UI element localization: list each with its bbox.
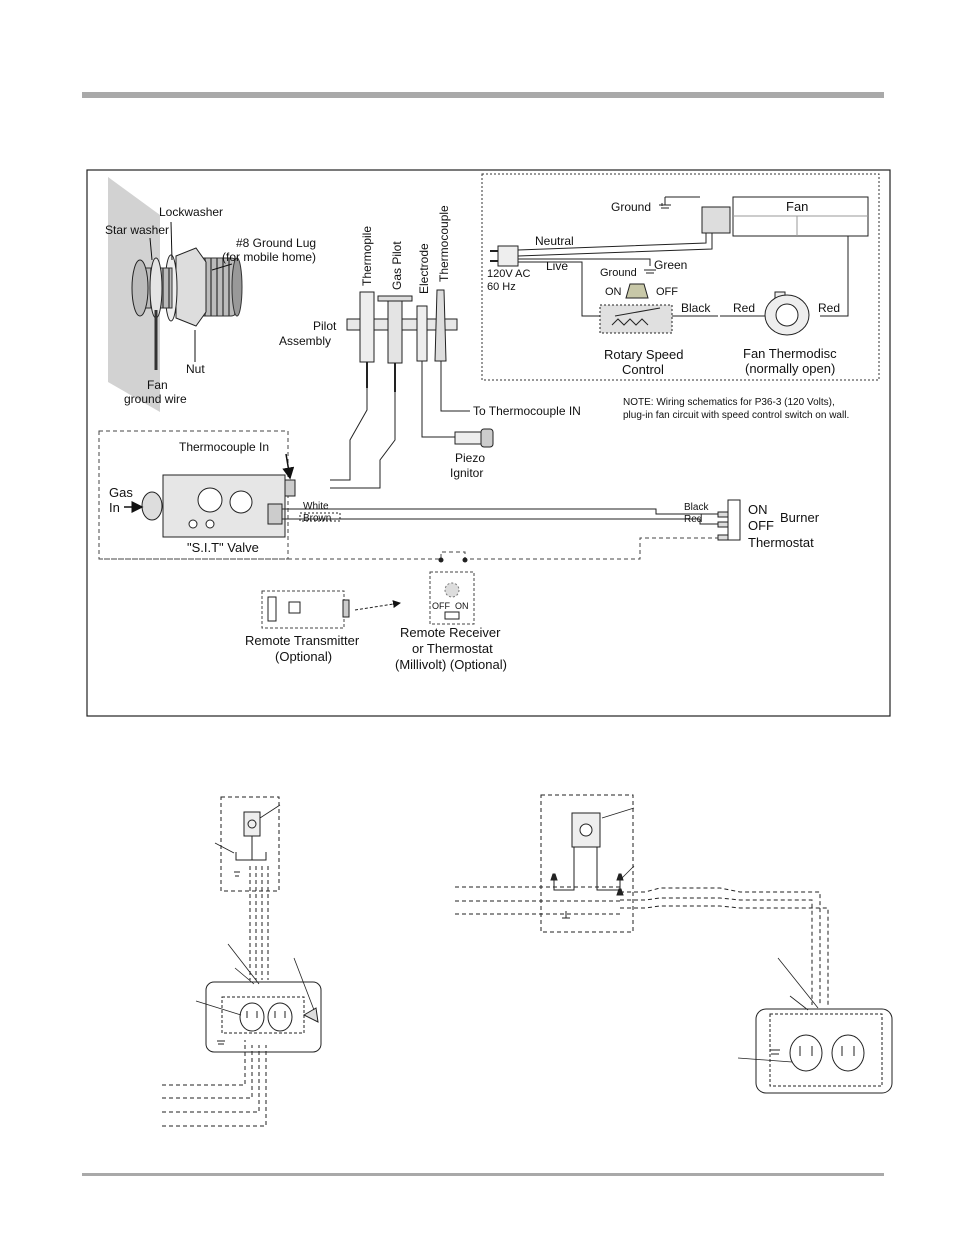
valve-name: "S.I.T" Valve — [187, 540, 259, 555]
transmitter-label: Remote Transmitter — [245, 633, 360, 648]
rotary-speed-control — [599, 283, 673, 334]
wiring-note: NOTE: Wiring schematics for P36-3 (120 V… — [623, 397, 835, 408]
switch-off-label: OFF — [748, 518, 774, 533]
brown-wire-label: Brown — [303, 513, 331, 524]
thermocouple-in-label: Thermocouple In — [179, 440, 269, 454]
black-switch-label: Black — [684, 502, 709, 513]
ground-symbol — [659, 196, 700, 209]
transmitter-label-strip — [267, 596, 277, 622]
right-wiring-diagram — [455, 794, 893, 1094]
ground-lug-label: #8 Ground Lug — [236, 236, 316, 250]
piezo-label: Piezo — [455, 451, 485, 465]
sit-valve — [141, 474, 296, 538]
transmitter-button — [288, 601, 301, 614]
power-label: 120V AC — [487, 268, 530, 280]
power-plug — [490, 245, 519, 267]
gas-in-label: Gas — [109, 485, 133, 500]
switch-on-label: ON — [748, 502, 768, 517]
gas-in-sublabel: In — [109, 500, 120, 515]
thermocouple-label: Thermocouple — [437, 205, 451, 282]
fan-circuit-box — [481, 173, 880, 381]
white-wire-label: White — [303, 501, 329, 512]
fan-label: Fan — [786, 199, 808, 214]
piezo-ignitor — [454, 428, 494, 448]
red-switch-label: Red — [684, 514, 702, 525]
speed-on-label: ON — [605, 286, 622, 298]
burner-label: Burner — [780, 510, 820, 525]
black-wire-label: Black — [681, 301, 711, 315]
pilot-assembly-sublabel: Assembly — [279, 334, 331, 348]
pilot-tubing — [330, 372, 470, 489]
electrode-label: Electrode — [417, 243, 431, 294]
receiver-label: Remote Receiver — [400, 625, 501, 640]
speed-off-label: OFF — [656, 286, 678, 298]
fan-circuit-wires — [517, 233, 849, 317]
green-ground-symbol — [644, 269, 656, 274]
pilot-assembly-label: Pilot — [313, 319, 337, 333]
receiver-on-label: ON — [455, 601, 469, 611]
fan-ground-label: Fan — [147, 378, 168, 392]
receiver-off-label: OFF — [432, 601, 450, 611]
thermodisc-label: Fan Thermodisc — [743, 346, 837, 361]
wiring-note-2: plug-in fan circuit with speed control s… — [623, 410, 849, 421]
thermocouple-in-arrow — [282, 453, 295, 480]
speed-control-sublabel: Control — [622, 362, 664, 377]
thermostat-label: Thermostat — [748, 535, 814, 550]
transmitter-emitter — [342, 599, 350, 618]
remote-signal-arrow — [354, 600, 401, 611]
fan-thermodisc — [764, 291, 810, 336]
left-wiring-diagram — [162, 796, 322, 1127]
fan-ground-text: Ground — [611, 200, 651, 214]
burner-switch — [717, 499, 741, 541]
thermodisc-sublabel: (normally open) — [745, 361, 835, 376]
green-label: Green — [654, 258, 687, 272]
neutral-label: Neutral — [535, 234, 574, 248]
ground-lug-sublabel: (for mobile home) — [222, 250, 316, 264]
remote-receiver-box — [429, 571, 475, 625]
fan-blower — [701, 196, 869, 237]
top-rule — [82, 92, 884, 98]
nut-label: Nut — [186, 362, 205, 376]
live-label: Live — [546, 259, 568, 273]
piezo-sublabel: Ignitor — [450, 466, 483, 480]
star-washer-label: Star washer — [105, 223, 169, 237]
transmitter-sublabel: (Optional) — [275, 649, 332, 664]
receiver-slider — [444, 611, 460, 620]
ground2-label: Ground — [600, 267, 637, 279]
ground-lug-illustration — [108, 177, 243, 412]
receiver-dial — [444, 582, 460, 598]
valve-wires — [282, 508, 720, 525]
remote-terminal-1 — [438, 557, 444, 563]
remote-terminal-2 — [462, 557, 468, 563]
fan-ground-sublabel: ground wire — [124, 392, 187, 406]
gas-pilot-label: Gas Pilot — [390, 241, 404, 290]
speed-control-label: Rotary Speed — [604, 347, 684, 362]
lockwasher-label: Lockwasher — [159, 205, 223, 219]
thermopile-label: Thermopile — [360, 226, 374, 286]
red-wire-label-1: Red — [733, 301, 755, 315]
pilot-assembly — [346, 289, 458, 392]
diagram-frame — [86, 169, 891, 717]
receiver-sublabel-2: (Millivolt) (Optional) — [395, 657, 507, 672]
bottom-rule — [82, 1173, 884, 1176]
power-sublabel: 60 Hz — [487, 281, 516, 293]
to-thermocouple-in-label: To Thermocouple IN — [473, 404, 581, 418]
red-wire-label-2: Red — [818, 301, 840, 315]
receiver-sublabel: or Thermostat — [412, 641, 493, 656]
